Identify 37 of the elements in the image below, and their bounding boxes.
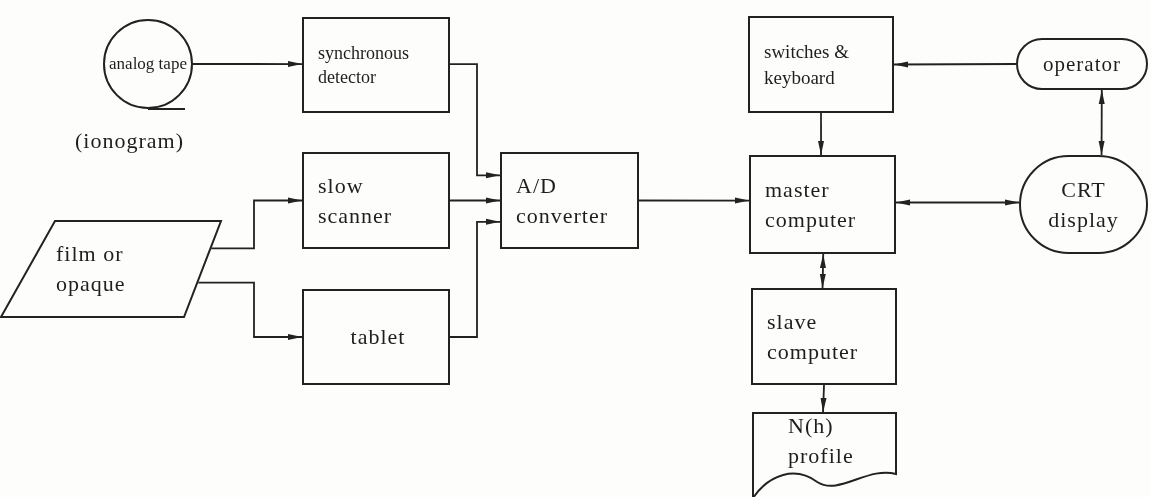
node-text: slave computer (767, 307, 860, 366)
terminal-shape (1016, 38, 1148, 90)
arrow (1098, 89, 1105, 156)
node-text: synchronous detector (318, 41, 410, 89)
node-text: CRT display (1047, 175, 1120, 234)
node-text: operator (1043, 50, 1121, 78)
document-shape (752, 412, 897, 496)
process-box (302, 17, 450, 113)
node-text: N(h) profile (788, 412, 855, 470)
process-box (748, 16, 894, 113)
process-box (302, 289, 450, 385)
arrow (210, 197, 303, 250)
arrow (893, 61, 1017, 68)
arrow (449, 218, 501, 338)
node-text: switches & keyboard (764, 39, 850, 90)
arrow (895, 199, 1020, 206)
node-text: film or opaque (56, 240, 127, 298)
arrow (819, 253, 826, 289)
node-caption: (ionogram) (75, 128, 184, 154)
process-box (500, 152, 639, 249)
node-text: master computer (765, 175, 858, 234)
process-box (749, 155, 896, 254)
arrow (818, 112, 824, 156)
node-text: A/D converter (516, 171, 610, 230)
input-parallelogram (0, 220, 222, 318)
arrow (638, 197, 750, 204)
arrow (449, 197, 501, 204)
node-text: analog tape (109, 52, 187, 75)
arrow (449, 63, 501, 179)
process-box (751, 288, 897, 385)
node-text: tablet (350, 323, 406, 352)
process-box (302, 152, 450, 249)
arrow (192, 61, 303, 68)
tape-reel-circle (103, 18, 193, 110)
arrow (197, 281, 303, 340)
arrow (820, 384, 827, 413)
node-text: slow scanner (318, 171, 394, 230)
